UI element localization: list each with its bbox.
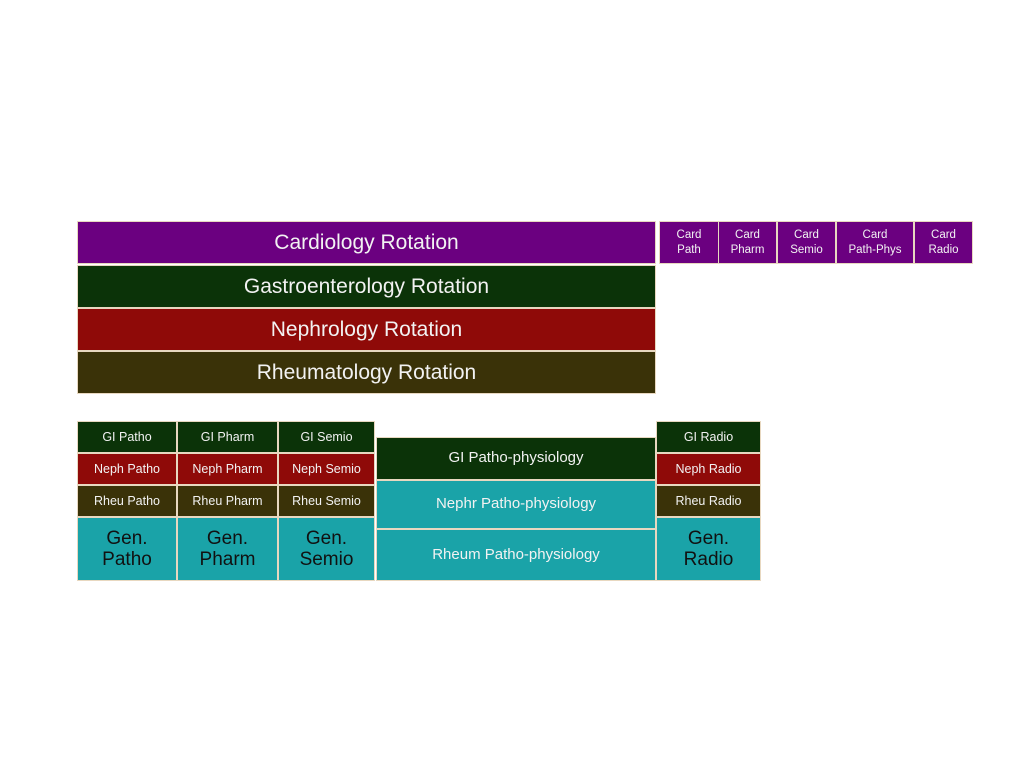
grid-cell-rheu-pharm[interactable]: Rheu Pharm [177,485,278,517]
grid-cell-gi-patho[interactable]: GI Patho [77,421,177,453]
grid-cell-rheu-patho[interactable]: Rheu Patho [77,485,177,517]
grid-cell-gi-semio[interactable]: GI Semio [278,421,375,453]
grid-cell-neph-pharm[interactable]: Neph Pharm [177,453,278,485]
rotation-bar-gastroenterology[interactable]: Gastroenterology Rotation [77,265,656,308]
grid-cell-rheu-semio[interactable]: Rheu Semio [278,485,375,517]
grid-cell-gen-semio[interactable]: Gen. Semio [278,517,375,581]
card-cell-card-pharm[interactable]: Card Pharm [718,221,777,264]
grid-cell-nephr-patho-physiology[interactable]: Nephr Patho-physiology [376,480,656,529]
grid-cell-gi-pharm[interactable]: GI Pharm [177,421,278,453]
card-cell-card-path[interactable]: Card Path [659,221,719,264]
rotation-bar-rheumatology[interactable]: Rheumatology Rotation [77,351,656,394]
card-cell-card-semio[interactable]: Card Semio [777,221,836,264]
rotation-bar-label: Cardiology Rotation [274,230,459,254]
rotation-bar-cardiology[interactable]: Cardiology Rotation [77,221,656,264]
card-cell-card-radio[interactable]: Card Radio [914,221,973,264]
grid-cell-gi-radio[interactable]: GI Radio [656,421,761,453]
rotation-bar-label: Nephrology Rotation [270,317,463,341]
grid-cell-gen-radio[interactable]: Gen. Radio [656,517,761,581]
grid-cell-rheu-radio[interactable]: Rheu Radio [656,485,761,517]
rotation-bar-label: Gastroenterology Rotation [243,274,490,298]
grid-cell-gen-pharm[interactable]: Gen. Pharm [177,517,278,581]
grid-cell-gen-patho[interactable]: Gen. Patho [77,517,177,581]
grid-cell-neph-patho[interactable]: Neph Patho [77,453,177,485]
grid-cell-neph-radio[interactable]: Neph Radio [656,453,761,485]
rotation-bar-label: Rheumatology Rotation [256,360,477,384]
card-cell-card-path-phys[interactable]: Card Path-Phys [836,221,914,264]
rotation-bar-nephrology[interactable]: Nephrology Rotation [77,308,656,351]
grid-cell-gi-patho-physiology[interactable]: GI Patho-physiology [376,437,656,480]
grid-cell-rheum-patho-physiology[interactable]: Rheum Patho-physiology [376,529,656,581]
grid-cell-neph-semio[interactable]: Neph Semio [278,453,375,485]
